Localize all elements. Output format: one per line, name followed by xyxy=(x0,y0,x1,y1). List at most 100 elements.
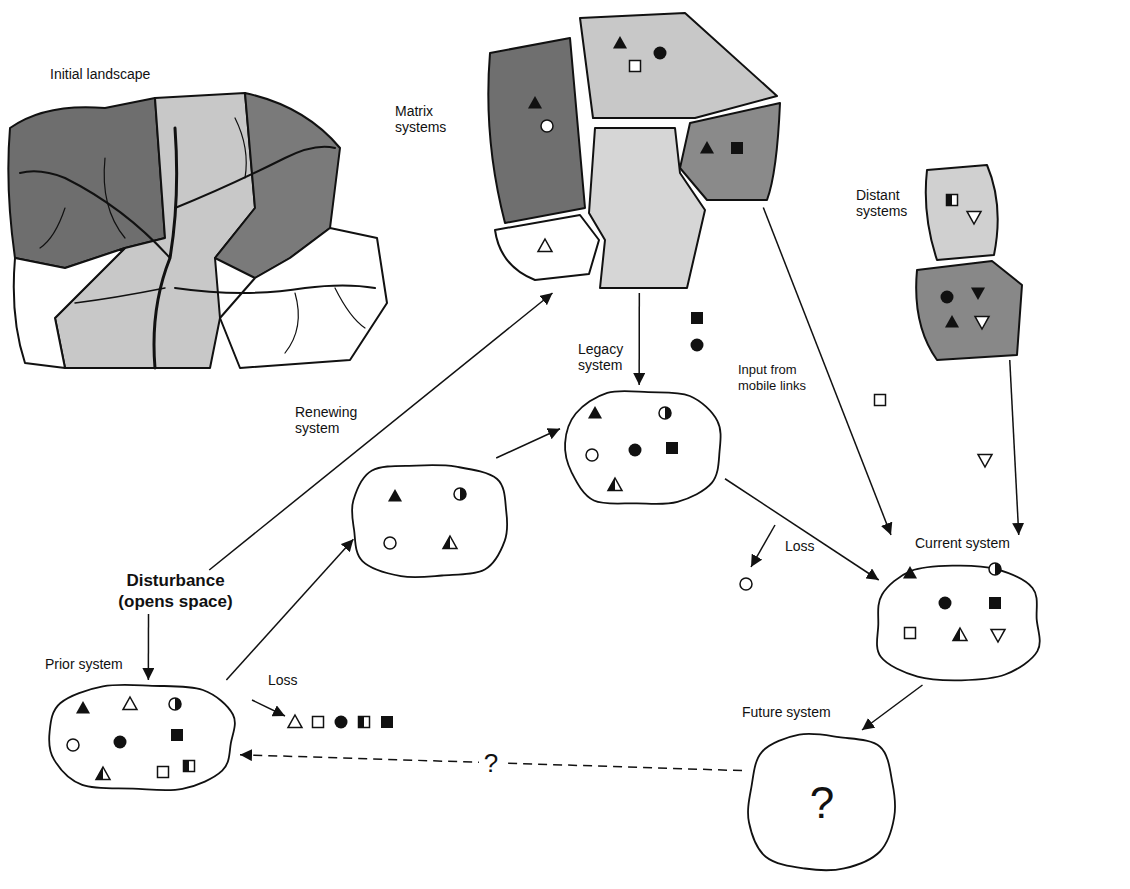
species-circle xyxy=(691,339,704,352)
species-down-triangle xyxy=(991,629,1005,642)
species-square xyxy=(313,717,324,728)
system-label: Distant systems xyxy=(856,187,910,219)
flow-arrow xyxy=(862,685,923,730)
patch-outline xyxy=(680,103,780,200)
species-down-triangle xyxy=(978,454,992,467)
species-square xyxy=(171,729,183,741)
loss-arrow xyxy=(751,525,775,567)
species-square xyxy=(630,61,641,72)
system-outline xyxy=(352,465,507,577)
species-circle xyxy=(384,537,396,549)
unknown-mark: ? xyxy=(742,779,902,827)
matrix-systems: Matrix systems xyxy=(475,8,785,293)
species-circle xyxy=(654,47,667,60)
species-half-circle xyxy=(460,488,466,500)
species-half-circle xyxy=(995,563,1001,575)
current-system: Current system xyxy=(870,535,1045,685)
river-line xyxy=(285,293,298,353)
species-triangle xyxy=(123,697,137,710)
flow-arrow xyxy=(1010,360,1019,535)
edge-label: ? xyxy=(479,748,503,778)
species-half-triangle xyxy=(953,628,960,641)
patch-outline xyxy=(488,38,585,223)
system-label: Current system xyxy=(915,535,1010,551)
species-down-triangle xyxy=(967,211,981,224)
species-square xyxy=(875,395,886,406)
flow-arrow xyxy=(638,293,640,385)
species-symbols xyxy=(586,406,678,491)
species-half-triangle xyxy=(608,478,615,491)
system-label: Prior system xyxy=(45,656,123,672)
patch-outline xyxy=(916,261,1022,360)
species-square xyxy=(381,716,393,728)
species-triangle xyxy=(388,489,402,502)
species-square xyxy=(666,442,678,454)
patch-outline xyxy=(14,248,125,368)
distant-systems: Distant systems xyxy=(912,165,1027,360)
species-half-triangle xyxy=(953,628,967,641)
species-triangle xyxy=(903,566,917,579)
species-circle xyxy=(114,736,127,749)
species-half-circle xyxy=(454,488,466,500)
landscape-map-outline xyxy=(5,88,390,370)
system-label: Disturbance (opens space) xyxy=(108,570,243,612)
system-label: Renewing system xyxy=(295,404,361,436)
species-half-circle xyxy=(659,407,671,419)
legacy-system-outline xyxy=(560,385,725,510)
system-outline xyxy=(49,685,235,791)
species-half-triangle xyxy=(443,536,457,549)
species-circle xyxy=(939,597,952,610)
species-circle xyxy=(629,444,642,457)
patch-outline xyxy=(589,128,705,288)
system-label: Legacy system xyxy=(578,341,640,373)
species-square xyxy=(989,597,1001,609)
species-circle xyxy=(941,291,954,304)
species-square xyxy=(158,767,169,778)
species-triangle xyxy=(288,715,302,728)
loss-label: Loss xyxy=(785,538,815,554)
landscape-map: Initial landscape xyxy=(5,88,390,370)
flow-arrow xyxy=(226,539,353,680)
system-outline xyxy=(565,391,721,504)
distant-systems-outline xyxy=(912,165,1027,360)
species-triangle xyxy=(945,315,959,328)
river-line xyxy=(75,288,165,303)
species-triangle xyxy=(538,239,552,252)
river-line xyxy=(175,147,335,208)
species-circle xyxy=(740,578,752,590)
species-half-square xyxy=(184,761,195,772)
species-down-triangle xyxy=(971,287,985,300)
system-label: Initial landscape xyxy=(50,66,150,82)
system-label: Future system xyxy=(742,704,831,720)
species-half-square xyxy=(947,195,953,206)
river-line xyxy=(40,208,65,248)
species-triangle xyxy=(588,406,602,419)
species-symbols xyxy=(903,563,1005,642)
river-line xyxy=(335,288,365,328)
river-line xyxy=(175,286,375,294)
current-system-outline xyxy=(870,559,1045,685)
species-circle xyxy=(67,739,79,751)
species-symbols xyxy=(941,195,990,330)
species-triangle xyxy=(76,701,90,714)
species-half-circle xyxy=(175,698,181,710)
river-line xyxy=(154,128,177,368)
species-symbols xyxy=(288,312,992,729)
species-circle xyxy=(586,449,598,461)
patch-outline xyxy=(495,215,599,280)
species-square xyxy=(691,312,703,324)
species-half-triangle xyxy=(96,767,110,780)
species-triangle xyxy=(528,96,542,109)
species-half-square xyxy=(184,761,190,772)
species-half-triangle xyxy=(443,536,450,549)
species-down-triangle xyxy=(975,316,989,329)
patch-outline xyxy=(580,13,777,118)
legacy-system: Legacy system xyxy=(560,385,725,510)
prior-system-outline xyxy=(45,680,240,795)
renewing-system: Renewing system xyxy=(345,458,513,583)
system-label: Matrix systems xyxy=(395,103,467,135)
species-square xyxy=(905,628,916,639)
system-outline xyxy=(877,565,1040,680)
